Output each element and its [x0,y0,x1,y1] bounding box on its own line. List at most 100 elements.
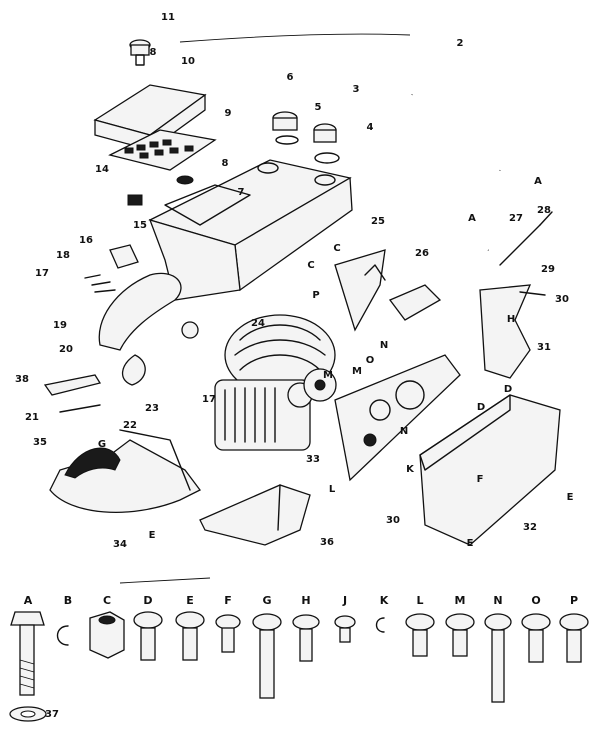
divider-line-bottom [119,577,211,584]
part-number-label: 23 [145,403,159,414]
part-number-label: 37 [45,709,59,720]
part-number-label: 10 [181,56,195,67]
hardware-row-letter: G [262,594,271,607]
part-number-label: 7 [238,187,245,198]
hardware-o-screw [521,613,551,663]
main-housing [148,159,353,301]
hardware-letter-label: M [323,370,333,381]
hardware-letter-label: C [307,260,314,271]
part-number-label: 33 [306,454,320,465]
hardware-row-letter: J [342,594,347,607]
hardware-row-letter: P [570,594,578,607]
hardware-letter-label: N [400,426,408,437]
hardware-letter-label: F [477,474,484,485]
part-number-label: 19 [53,320,67,331]
front-guard [49,429,201,513]
hardware-letter-label: G [98,439,106,450]
hardware-letter-label: H [507,314,515,325]
part-number-label: 2 [457,38,464,49]
part-number-label: 28 [537,205,551,216]
hardware-letter-label: A [534,176,542,187]
hardware-row-letter: H [301,594,310,607]
hardware-j-screw [334,615,356,643]
part-number-label: 9 [225,108,232,119]
hardware-row-letter: O [531,594,540,607]
part-number-label: 8 [222,158,229,169]
part-number-label: 21 [25,412,39,423]
part-number-label: 4 [367,122,374,133]
hardware-n-screw [484,613,512,703]
part-number-label: 3 [353,84,360,95]
hardware-row-letter: A [24,594,33,607]
part-number-label: 5 [315,102,322,113]
hardware-letter-label: L [329,484,336,495]
part-number-label: 24 [251,318,265,329]
part-number-label: 25 [371,216,385,227]
tank-caps [272,111,340,164]
mount-bracket [334,249,442,332]
part-number-label: 27 [509,213,523,224]
part-number-label: 22 [123,420,137,431]
hardware-row-letter: E [186,594,194,607]
part-number-callouts: 1181096534287141516181719202425262728293… [15,12,574,720]
part-number-label: 31 [537,342,551,353]
part-number-label: 34 [113,539,127,550]
hardware-letter-label: E [149,530,156,541]
hardware-g-screw [252,613,282,699]
hardware-letter-label: P [312,290,319,301]
part-number-label: 30 [555,294,569,305]
part-number-label: 18 [56,250,70,261]
hardware-letter-label: E [467,538,474,549]
hardware-letter-label: E [567,492,574,503]
part-number-label: 15 [133,220,147,231]
part-number-label: 8 [150,47,157,58]
rear-handle-parts [43,194,199,413]
hardware-row-letter: L [416,594,423,607]
part-number-label: 17 [35,268,49,279]
hardware-letter-label: O [366,355,375,366]
bar-and-adjuster [479,211,553,379]
hardware-m-screw [445,613,475,657]
hardware-e-screw [175,611,205,661]
hardware-l-screw [405,613,435,657]
hardware-row-letter: K [380,594,389,607]
hardware-p-screw [559,613,589,663]
part-number-label: 36 [320,537,334,548]
sprocket-cover [419,394,561,546]
hardware-row-letter: F [224,594,232,607]
part-number-label: 29 [541,264,555,275]
hardware-letter-label: M [352,366,362,377]
part-number-label: 26 [415,248,429,259]
hardware-row-letter: M [455,594,466,607]
handle-bar [405,81,507,252]
base-plate [199,484,311,546]
hardware-letter-label: D [504,384,512,395]
side-plate [334,354,461,482]
hardware-row-letter: N [493,594,502,607]
hardware-row-letter: D [143,594,152,607]
hardware-row-letter: B [64,594,72,607]
hardware-letter-label: K [406,464,415,475]
part-number-label: 35 [33,437,47,448]
engine-block [214,314,337,451]
hardware-b-clip [56,625,69,646]
part-number-label: 11 [161,12,175,23]
part-number-label: 38 [15,374,29,385]
hardware-letter-label: A [468,213,476,224]
part-number-label: 20 [59,344,73,355]
hardware-d-screw [133,611,163,661]
hardware-letter-label: N [380,340,388,351]
part-number-label: 16 [79,235,93,246]
hardware-letter-label: D [477,402,485,413]
part-number-label: 14 [95,164,109,175]
air-filter-cover-assembly [93,39,217,185]
hardware-c-nut [89,611,125,659]
hardware-letter-label: C [333,243,340,254]
part-number-label: 32 [523,522,537,533]
hardware-f-screw [215,614,241,653]
divider-line [179,33,411,43]
part-number-label: 17 [202,394,216,405]
part-number-label: 30 [386,515,400,526]
